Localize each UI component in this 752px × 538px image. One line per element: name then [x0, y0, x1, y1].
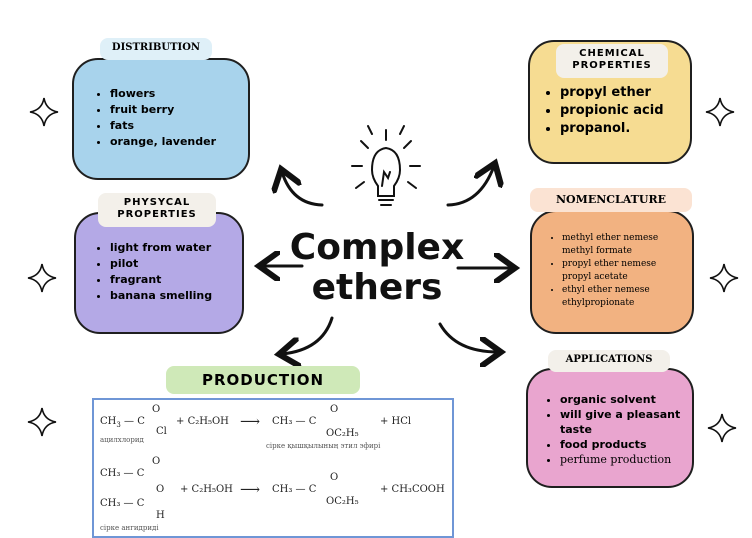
sparkle-icon [27, 407, 57, 437]
distribution-title-text: DISTRIBUTION [111, 42, 201, 53]
r1-o2: O [330, 404, 339, 415]
arrow-to-applications [438, 322, 498, 352]
physical-item: light from water [110, 240, 236, 256]
production-formula-box: CH3 — C O Cl + C₂H₅OH ⟶ CH₃ — C O OC₂H₅ … [92, 398, 454, 538]
arrow-to-chemical [446, 166, 494, 207]
r2-note: сірке ангидриді [100, 524, 159, 532]
r2-ch3b: CH₃ — C [100, 498, 145, 509]
arrow-to-distribution [282, 172, 324, 207]
nomenclature-box: methyl ether nemese methyl formate propy… [530, 210, 694, 334]
chemical-item: propyl ether [560, 84, 684, 102]
r2-oc2h5: OC₂H₅ [326, 496, 359, 507]
nomenclature-item: methyl ether nemese methyl formate [562, 232, 686, 258]
r1-arrow: ⟶ [240, 414, 261, 430]
distribution-item: flowers [110, 86, 240, 102]
distribution-item: fats [110, 118, 240, 134]
r1-ethanol: + C₂H₅OH [176, 416, 229, 427]
r1-reactant: CH3 — C [100, 416, 145, 429]
nomenclature-title: NOMENCLATURE [530, 188, 692, 212]
arrow-to-production [282, 316, 334, 354]
sparkle-icon [709, 263, 739, 293]
applications-title-text: APPLICATIONS [565, 354, 653, 365]
chemical-title-line2: PROPERTIES [572, 60, 652, 71]
chemical-item: propanol. [560, 120, 684, 138]
distribution-title: DISTRIBUTION [100, 38, 212, 60]
lightbulb-icon [351, 125, 421, 206]
physical-title-line2: PROPERTIES [117, 209, 197, 220]
physical-item: fragrant [110, 272, 236, 288]
r2-o2: O [330, 472, 339, 483]
applications-item: organic solvent [560, 392, 686, 407]
distribution-item: orange, lavender [110, 134, 240, 150]
sparkle-icon [27, 263, 57, 293]
r1-oc2h5: OC₂H₅ [326, 428, 359, 439]
r2-ch3a: CH₃ — C [100, 468, 145, 479]
r1-o: O [152, 404, 161, 415]
nomenclature-title-text: NOMENCLATURE [556, 193, 666, 206]
r2-product: CH₃ — C [272, 484, 317, 495]
distribution-item: fruit berry [110, 102, 240, 118]
physical-item: pilot [110, 256, 236, 272]
applications-item: perfume production [560, 452, 686, 467]
physical-title: PHYSYCAL PROPERTIES [98, 193, 216, 227]
sparkle-icon [29, 97, 59, 127]
physical-box: light from water pilot fragrant banana s… [74, 212, 244, 334]
r1-cl: Cl [156, 426, 167, 437]
r1-note-right: сірке қышқылының этил эфирі [266, 442, 381, 450]
r2-arrow: ⟶ [240, 482, 261, 498]
center-title: Complex ethers [282, 228, 472, 308]
applications-item: will give a pleasant taste [560, 407, 686, 437]
chemical-title: CHEMICAL PROPERTIES [556, 44, 668, 78]
r2-o-top: O [152, 456, 161, 467]
sparkle-icon [705, 97, 735, 127]
r2-o-mid: O [156, 484, 165, 495]
r2-ethanol: + C₂H₅OH [180, 484, 233, 495]
chemical-item: propionic acid [560, 102, 684, 120]
r2-h: H [156, 510, 165, 521]
r2-acid: + CH₃COOH [380, 484, 445, 495]
r1-product: CH₃ — C [272, 416, 317, 427]
diagram-decorations [27, 97, 739, 443]
applications-title: APPLICATIONS [548, 350, 670, 372]
physical-item: banana smelling [110, 288, 236, 304]
distribution-box: flowers fruit berry fats orange, lavende… [72, 58, 250, 180]
physical-title-line1: PHYSYCAL [123, 197, 191, 208]
nomenclature-item: ethyl ether nemese ethylpropionate [562, 284, 686, 310]
chemical-title-line1: CHEMICAL [579, 48, 645, 59]
center-title-line1: Complex [289, 227, 465, 268]
applications-item: food products [560, 437, 686, 452]
r1-hcl: + HCl [380, 416, 412, 427]
sparkle-icon [707, 413, 737, 443]
r1-note-left: ацилхлорид [100, 436, 144, 444]
center-title-line2: ethers [311, 267, 443, 308]
production-title-text: PRODUCTION [201, 371, 325, 389]
production-title: PRODUCTION [166, 366, 360, 394]
nomenclature-item: propyl ether nemese propyl acetate [562, 258, 686, 284]
